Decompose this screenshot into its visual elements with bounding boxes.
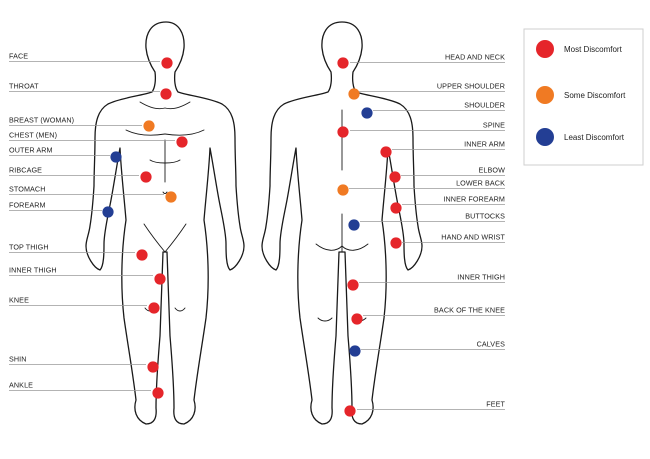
point-throat [160, 88, 172, 100]
label-ribcage: RIBCAGE [9, 166, 42, 175]
label-inner-thigh-front: INNER THIGH [9, 266, 57, 275]
point-inner-arm [380, 146, 392, 158]
label-calves: CALVES [477, 340, 506, 349]
point-inner-forearm [390, 202, 402, 214]
label-lower-back: LOWER BACK [456, 179, 505, 188]
label-face: FACE [9, 52, 28, 61]
point-outer-arm [110, 151, 122, 163]
point-top-thigh [136, 249, 148, 261]
label-stomach: STOMACH [9, 185, 46, 194]
point-chest-men [176, 136, 188, 148]
label-knee: KNEE [9, 296, 29, 305]
label-elbow: ELBOW [479, 166, 506, 175]
legend-label-least: Least Discomfort [564, 133, 625, 142]
point-ankle [152, 387, 164, 399]
label-back-of-the-knee: BACK OF THE KNEE [434, 306, 505, 315]
legend-swatch-most [536, 40, 554, 58]
point-inner-thigh-back [347, 279, 359, 291]
front-body-figure [85, 21, 245, 425]
label-throat: THROAT [9, 82, 39, 91]
point-shoulder [361, 107, 373, 119]
point-upper-shoulder [348, 88, 360, 100]
point-face [161, 57, 173, 69]
label-ankle: ANKLE [9, 381, 33, 390]
label-chest-men: CHEST (MEN) [9, 131, 57, 140]
body-part-labels: FACE THROAT BREAST (WOMAN) CHEST (MEN) OUTER… [9, 52, 505, 409]
label-inner-thigh-back: INNER THIGH [457, 273, 505, 282]
point-back-of-the-knee [351, 313, 363, 325]
point-calves [349, 345, 361, 357]
point-spine [337, 126, 349, 138]
label-upper-shoulder: UPPER SHOULDER [437, 82, 505, 91]
label-top-thigh: TOP THIGH [9, 243, 49, 252]
label-breast-woman: BREAST (WOMAN) [9, 116, 74, 125]
label-shoulder: SHOULDER [464, 101, 505, 110]
point-breast-woman [143, 120, 155, 132]
legend-swatch-least [536, 128, 554, 146]
point-buttocks [348, 219, 360, 231]
point-lower-back [337, 184, 349, 196]
label-spine: SPINE [483, 121, 505, 130]
discomfort-points [102, 57, 402, 417]
legend: Most Discomfort Some Discomfort Least Di… [523, 28, 644, 166]
point-knee [148, 302, 160, 314]
label-forearm: FOREARM [9, 201, 46, 210]
legend-swatch-some [536, 86, 554, 104]
point-ribcage [140, 171, 152, 183]
point-feet [344, 405, 356, 417]
point-stomach [165, 191, 177, 203]
label-outer-arm: OUTER ARM [9, 146, 53, 155]
point-head-and-neck [337, 57, 349, 69]
label-inner-forearm: INNER FOREARM [443, 195, 505, 204]
legend-label-some: Some Discomfort [564, 91, 626, 100]
label-buttocks: BUTTOCKS [465, 212, 505, 221]
legend-label-most: Most Discomfort [564, 45, 623, 54]
leader-lines [9, 61, 505, 410]
point-shin [147, 361, 159, 373]
point-hand-and-wrist [390, 237, 402, 249]
back-body-figure [261, 21, 423, 425]
label-hand-and-wrist: HAND AND WRIST [441, 233, 505, 242]
point-inner-thigh-front [154, 273, 166, 285]
point-elbow [389, 171, 401, 183]
point-forearm [102, 206, 114, 218]
label-shin: SHIN [9, 355, 27, 364]
label-inner-arm: INNER ARM [464, 140, 505, 149]
label-head-and-neck: HEAD AND NECK [445, 53, 505, 62]
label-feet: FEET [486, 400, 505, 409]
